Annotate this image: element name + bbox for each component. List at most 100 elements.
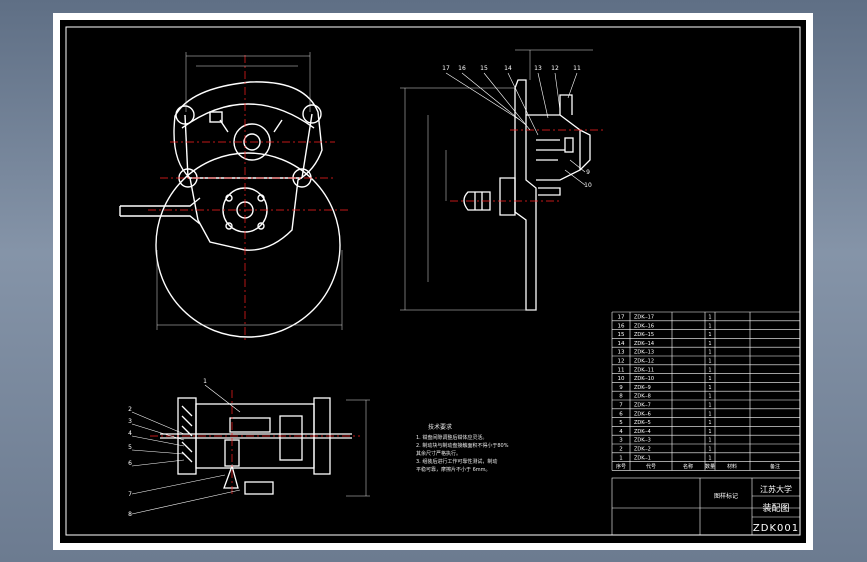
section-part-label: 16 — [458, 65, 466, 72]
parts-row-qty: 1 — [708, 367, 711, 373]
caliper-arc — [181, 103, 315, 129]
parts-header-cell: 名称 — [683, 463, 693, 470]
front-view-centerlines — [148, 55, 350, 340]
parts-row-number: 17 — [618, 315, 625, 321]
parts-row-code: ZDK--8 — [634, 394, 651, 400]
parts-header-cell: 材料 — [727, 463, 737, 470]
title-block — [611, 477, 801, 536]
drawing-title: 装配图 — [762, 502, 789, 514]
front-view — [119, 81, 341, 338]
parts-row-code: ZDK--5 — [634, 420, 651, 426]
parts-row-qty: 1 — [708, 332, 711, 338]
parts-row-number: 16 — [618, 323, 625, 329]
parts-row-code: ZDK--9 — [634, 385, 651, 391]
section-part-label: 10 — [584, 182, 592, 189]
parts-header-cell: 序号 — [616, 463, 626, 470]
parts-row-code: ZDK--17 — [634, 315, 654, 321]
parts-row-code: ZDK--3 — [634, 438, 651, 444]
section-part-label: 14 — [504, 65, 512, 72]
parts-row-qty: 1 — [708, 350, 711, 356]
section-part-label: 17 — [442, 65, 450, 72]
parts-row-qty: 1 — [708, 403, 711, 409]
parts-row-qty: 1 — [708, 359, 711, 365]
scale-mark-label: 图样标记 — [714, 492, 738, 500]
section-view — [463, 79, 591, 311]
parts-row-number: 12 — [618, 359, 625, 365]
drawing-number: ZDK001 — [753, 523, 799, 534]
parts-header-cell: 代号 — [646, 463, 656, 470]
pin-top-right — [302, 104, 322, 124]
parts-row-number: 5 — [619, 420, 623, 426]
parts-row-qty: 1 — [708, 385, 711, 391]
parts-row-number: 2 — [619, 447, 623, 453]
parts-row-code: ZDK--7 — [634, 403, 651, 409]
parts-row-qty: 1 — [708, 455, 711, 461]
parts-row-qty: 1 — [708, 447, 711, 453]
parts-row-number: 4 — [619, 429, 623, 435]
flange-section — [499, 177, 516, 216]
lever-rod — [120, 197, 201, 225]
parts-row-qty: 1 — [708, 341, 711, 347]
parts-row-code: ZDK--16 — [634, 323, 654, 329]
parts-row-number: 8 — [619, 394, 623, 400]
parts-row-number: 1 — [619, 455, 623, 461]
parts-header-cell: 数量 — [705, 463, 715, 470]
tech-note-5: 平稳可靠，摩擦片不小于 6mm。 — [416, 467, 491, 473]
section-leaders — [445, 72, 586, 186]
section-part-label: 13 — [534, 65, 542, 72]
parts-row-code: ZDK--11 — [634, 367, 654, 373]
assembly-drawing: 17ZDK--17116ZDK--16115ZDK--15114ZDK--141… — [65, 26, 801, 536]
top-view-part-label: 4 — [128, 430, 132, 437]
school-name: 江苏大学 — [760, 484, 792, 494]
piston-housing — [526, 114, 581, 181]
tech-notes-title: 技术要求 — [428, 424, 453, 431]
top-view-part-label: 8 — [128, 511, 132, 518]
parts-row-code: ZDK--4 — [634, 429, 651, 435]
parts-row-qty: 1 — [708, 411, 711, 417]
brake-disc-outline — [155, 152, 341, 338]
hub-inner — [243, 133, 261, 151]
parts-row-number: 7 — [619, 403, 623, 409]
top-view-part-label: 1 — [203, 378, 207, 385]
top-view-part-label: 6 — [128, 460, 132, 467]
parts-row-code: ZDK--2 — [634, 447, 651, 453]
parts-row-number: 15 — [618, 332, 625, 338]
parts-header-cell: 备注 — [770, 463, 780, 470]
top-view — [160, 397, 352, 495]
parts-row-number: 3 — [619, 438, 623, 444]
tech-note-3: 其余尺寸严格执行。 — [416, 451, 462, 457]
parts-row-number: 13 — [618, 350, 625, 356]
technical-requirements: 技术要求 1. 钳盘间隙调整后钳体应灵活。 2. 制动块与制动盘接触面积不得小于… — [416, 424, 586, 474]
parts-row-qty: 1 — [708, 420, 711, 426]
section-part-label: 12 — [551, 65, 559, 72]
parts-row-qty: 1 — [708, 438, 711, 444]
parts-row-number: 14 — [618, 341, 625, 347]
section-part-label: 9 — [586, 169, 590, 176]
parts-row-code: ZDK--12 — [634, 359, 654, 365]
parts-row-number: 11 — [618, 367, 625, 373]
top-view-leaders — [131, 384, 241, 515]
tech-note-4: 3. 组装后进行工作可靠性测试，制动 — [416, 459, 498, 465]
parts-row-code: ZDK--15 — [634, 332, 654, 338]
tech-note-2: 2. 制动块与制动盘接触面积不得小于80% — [416, 443, 509, 449]
front-view-dimensions — [156, 52, 343, 330]
section-dimensions — [400, 49, 593, 311]
parts-list-table — [611, 311, 801, 471]
top-view-part-label: 3 — [128, 418, 132, 425]
hub-section — [463, 191, 491, 211]
section-part-label: 15 — [480, 65, 488, 72]
parts-row-qty: 1 — [708, 429, 711, 435]
parts-row-number: 10 — [618, 376, 625, 382]
inner-frame — [65, 26, 801, 536]
tech-note-1: 1. 钳盘间隙调整后钳体应灵活。 — [416, 435, 488, 441]
parts-row-code: ZDK--13 — [634, 350, 654, 356]
top-view-part-label: 7 — [128, 491, 132, 498]
top-view-part-label: 5 — [128, 444, 132, 451]
caliper-body-outline — [173, 81, 323, 251]
parts-row-qty: 1 — [708, 394, 711, 400]
parts-row-number: 6 — [619, 411, 623, 417]
